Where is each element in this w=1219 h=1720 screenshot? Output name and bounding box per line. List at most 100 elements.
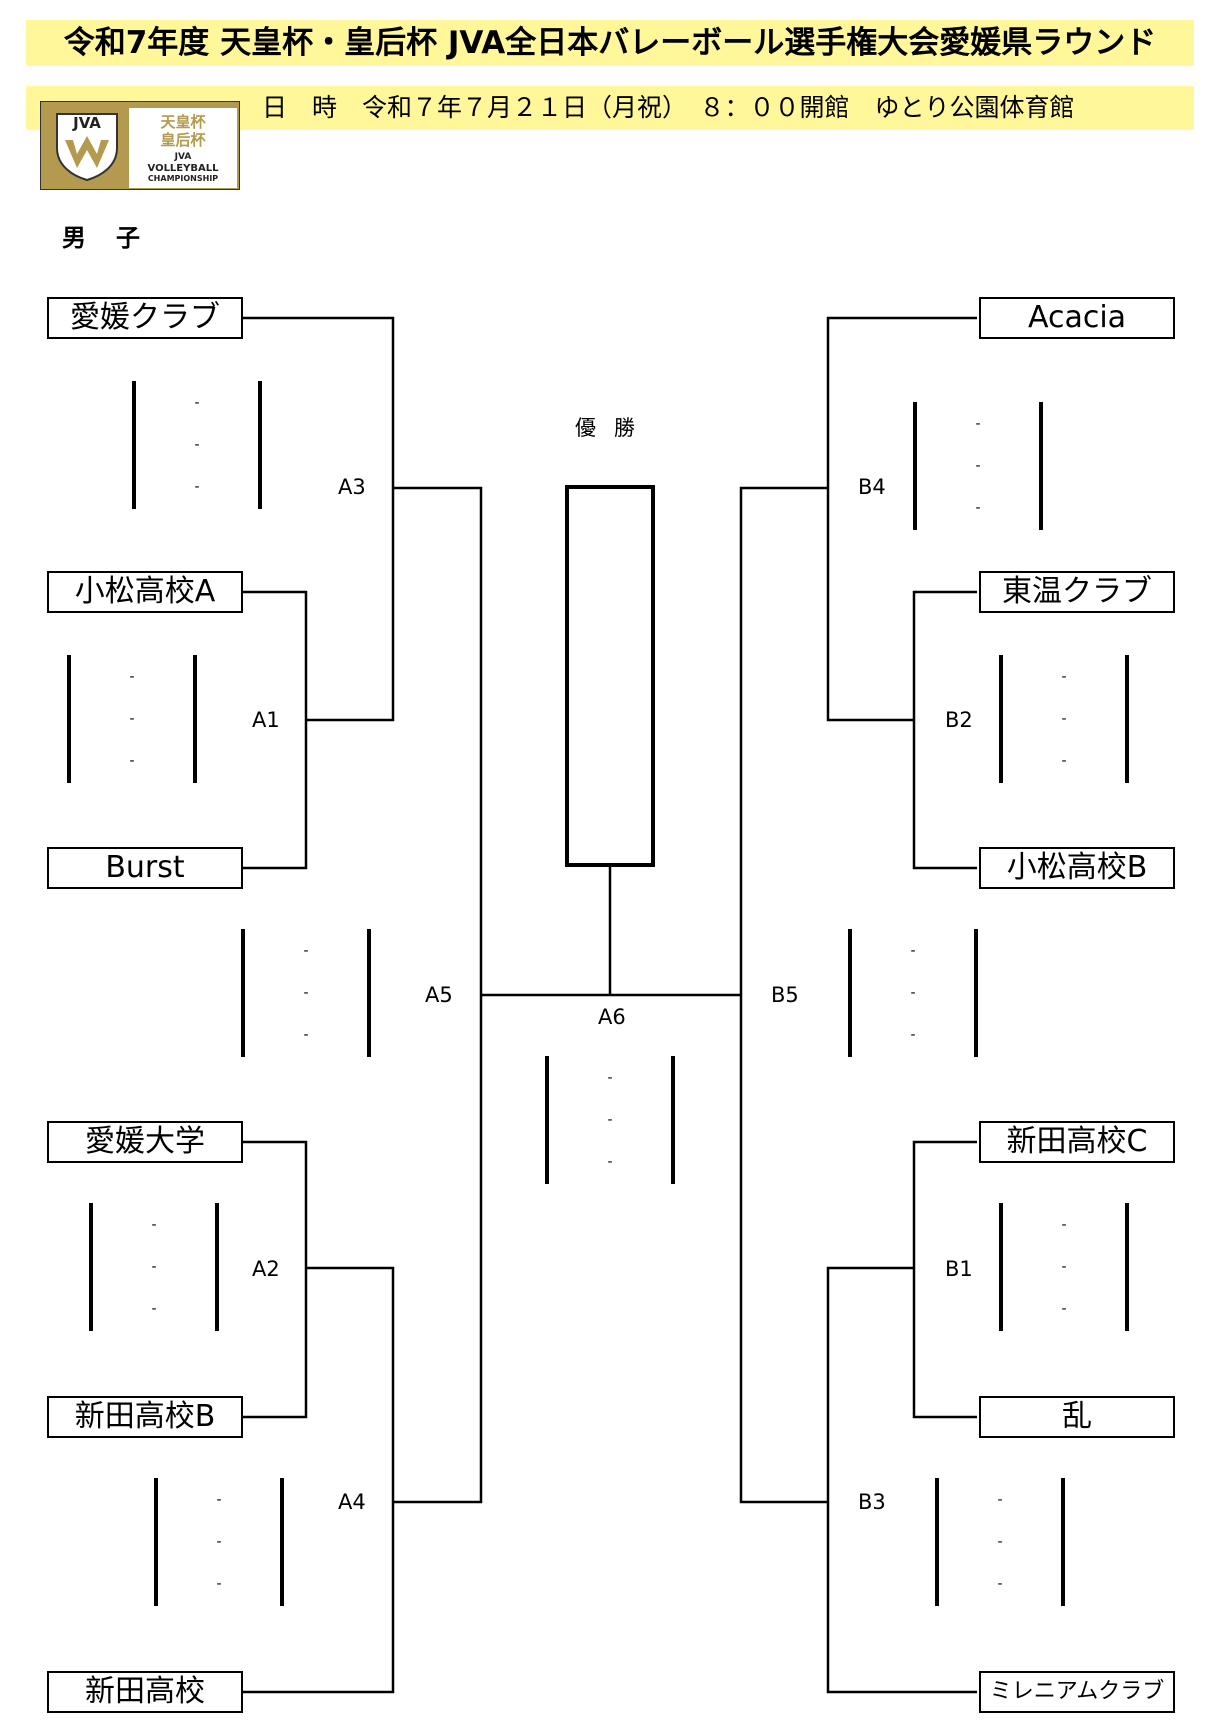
team-left-5: 新田高校B	[47, 1396, 243, 1438]
score-set3: -	[216, 1576, 222, 1592]
score-bar-left	[154, 1478, 158, 1606]
score-set2: -	[216, 1534, 222, 1550]
page-title: 令和7年度 天皇杯・皇后杯 JVA全日本バレーボール選手権大会愛媛県ラウンド	[63, 25, 1157, 61]
score-B1: - - -	[999, 1203, 1129, 1331]
logo-text: 天皇杯 皇后杯 JVA VOLLEYBALL CHAMPIONSHIP	[129, 108, 237, 188]
score-set1: -	[607, 1070, 613, 1086]
score-bar-right	[1125, 1203, 1129, 1331]
line-left-team6	[243, 1502, 395, 1694]
line-left-team4	[243, 1140, 308, 1268]
score-bar-left	[132, 381, 136, 509]
score-bar-right	[671, 1056, 675, 1184]
score-A4: - - -	[154, 1478, 284, 1606]
line-B1-B3	[826, 1266, 914, 1502]
score-set1: -	[1061, 1217, 1067, 1233]
score-bar-right	[974, 929, 978, 1057]
line-A4-A5	[393, 995, 483, 1504]
score-B3: - - -	[935, 1478, 1065, 1606]
score-set1: -	[151, 1217, 157, 1233]
line-B2-B4	[826, 488, 914, 722]
match-label-A6: A6	[598, 1005, 626, 1029]
score-bar-left	[913, 402, 917, 530]
jva-shield-icon	[56, 113, 118, 182]
score-set1: -	[975, 416, 981, 432]
score-set3: -	[975, 500, 981, 516]
score-set3: -	[1061, 753, 1067, 769]
score-A3: - - -	[132, 381, 262, 509]
line-B3-B5	[739, 995, 828, 1504]
date-venue-line: 日 時 令和７年７月２１日（月祝） ８：００開館 ゆとり公園体育館	[262, 93, 1075, 122]
logo-line5: CHAMPIONSHIP	[147, 173, 219, 183]
score-A6: - - -	[545, 1056, 675, 1184]
score-set2: -	[194, 437, 200, 453]
score-set3: -	[151, 1301, 157, 1317]
logo-line3: JVA	[174, 151, 192, 162]
line-left-team3	[243, 720, 308, 870]
logo-line2: 皇后杯	[160, 130, 206, 149]
line-right-team1	[826, 316, 977, 488]
score-bar-right	[215, 1203, 219, 1331]
score-set3: -	[194, 479, 200, 495]
score-B4: - - -	[913, 402, 1043, 530]
team-left-2: 小松高校A	[47, 571, 243, 613]
jva-logo: JVA 天皇杯 皇后杯 JVA VOLLEYBALL CHAMPIONSHIP	[40, 101, 240, 190]
logo-line1: 天皇杯	[160, 112, 206, 131]
score-bar-right	[1125, 655, 1129, 783]
team-left-6: 新田高校	[47, 1671, 243, 1713]
score-bar-right	[1039, 402, 1043, 530]
score-set1: -	[1061, 669, 1067, 685]
score-set2: -	[151, 1259, 157, 1275]
match-label-B2: B2	[945, 708, 973, 732]
match-label-B4: B4	[858, 475, 886, 499]
line-left-team5	[243, 1268, 308, 1419]
line-left-team1	[243, 316, 395, 488]
score-set1: -	[303, 943, 309, 959]
score-set2: -	[997, 1534, 1003, 1550]
team-right-3: 小松高校B	[979, 847, 1175, 889]
title-band: 令和7年度 天皇杯・皇后杯 JVA全日本バレーボール選手権大会愛媛県ラウンド	[26, 20, 1194, 66]
team-right-4: 新田高校C	[979, 1121, 1175, 1163]
score-set3: -	[910, 1027, 916, 1043]
match-label-A3: A3	[338, 475, 366, 499]
score-bar-left	[999, 655, 1003, 783]
line-right-team5	[912, 1268, 977, 1419]
score-A1: - - -	[67, 655, 197, 783]
score-B2: - - -	[999, 655, 1129, 783]
team-right-6: ミレニアムクラブ	[979, 1671, 1175, 1713]
score-set3: -	[303, 1027, 309, 1043]
team-left-1: 愛媛クラブ	[47, 297, 243, 339]
score-bar-right	[258, 381, 262, 509]
score-set3: -	[997, 1576, 1003, 1592]
score-bar-left	[89, 1203, 93, 1331]
score-set2: -	[975, 458, 981, 474]
match-label-A2: A2	[252, 1257, 280, 1281]
score-set3: -	[129, 753, 135, 769]
score-set1: -	[194, 395, 200, 411]
score-set2: -	[1061, 711, 1067, 727]
score-set2: -	[1061, 1259, 1067, 1275]
score-bar-left	[67, 655, 71, 783]
match-label-B5: B5	[771, 983, 799, 1007]
team-right-5: 乱	[979, 1396, 1175, 1438]
score-set2: -	[910, 985, 916, 1001]
score-A2: - - -	[89, 1203, 219, 1331]
score-bar-right	[280, 1478, 284, 1606]
score-set1: -	[997, 1492, 1003, 1508]
score-bar-left	[848, 929, 852, 1057]
champion-label: 優勝	[575, 416, 653, 440]
score-bar-right	[193, 655, 197, 783]
score-bar-left	[999, 1203, 1003, 1331]
line-A1-A3	[306, 488, 395, 722]
logo-line4: VOLLEYBALL	[147, 162, 219, 174]
team-right-2: 東温クラブ	[979, 571, 1175, 613]
score-set3: -	[1061, 1301, 1067, 1317]
score-set2: -	[607, 1112, 613, 1128]
score-set3: -	[607, 1154, 613, 1170]
score-bar-right	[367, 929, 371, 1057]
score-bar-left	[935, 1478, 939, 1606]
line-A3-A5	[393, 486, 483, 995]
score-set1: -	[910, 943, 916, 959]
score-set2: -	[129, 711, 135, 727]
team-right-1: Acacia	[979, 297, 1175, 339]
